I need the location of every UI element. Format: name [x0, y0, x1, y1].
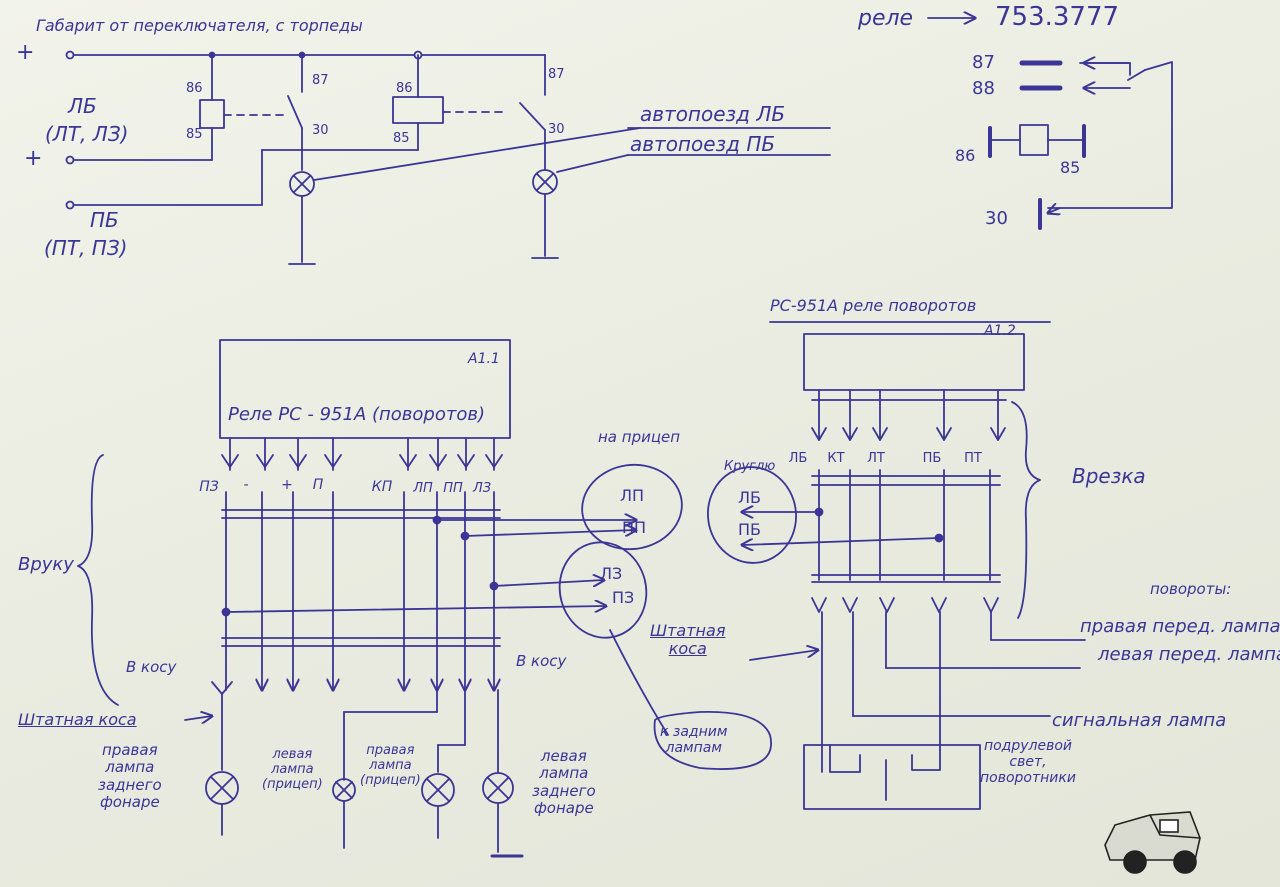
relay-number: 753.3777 — [995, 2, 1120, 32]
trailer-label: на прицеп — [598, 428, 681, 446]
right-front-label: правая перед. лампа — [1080, 616, 1280, 637]
relay-pinout — [927, 18, 1173, 230]
a12-pin-kt: КТ — [827, 451, 845, 466]
r2-pin87: 87 — [548, 67, 565, 82]
vruku-label: Вруку — [18, 554, 74, 575]
a12-pin-pt: ПТ — [964, 451, 982, 466]
top-note: Габарит от переключателя, с торпеды — [36, 16, 363, 35]
trailer-lz: ЛЗ — [600, 564, 623, 583]
lamp-left-rear-label: левая лампа заднего фонаре — [532, 747, 596, 817]
block-a11 — [77, 339, 772, 858]
pinout-88: 88 — [972, 78, 995, 99]
podrulevoy-label: подрулевой свет, поворотники — [980, 738, 1076, 787]
pinout-87: 87 — [972, 52, 995, 73]
signal-lamp-label: сигнальная лампа — [1052, 710, 1227, 731]
r2-pin30: 30 — [548, 122, 565, 137]
kruglyu-label: Круглю — [724, 459, 776, 474]
a12-header: РС-951А реле поворотов — [770, 296, 977, 315]
a12-pin-lt: ЛТ — [867, 451, 885, 466]
lb-sub-label: (ЛТ, ЛЗ) — [45, 122, 129, 146]
vkosu-left: В косу — [126, 658, 177, 676]
relay-coil-icon — [392, 96, 444, 124]
trailer-pp: ПП — [622, 518, 647, 537]
a11-title: Реле РС - 951А (поворотов) — [228, 404, 485, 425]
a11-pin-plus: + — [281, 477, 293, 493]
a11-pin-minus: - — [243, 477, 249, 493]
a11-pin-kp: КП — [371, 479, 393, 495]
k-zadnim-label: к задним лампам — [660, 724, 728, 757]
relay-label: реле — [858, 6, 914, 31]
block-a12 — [707, 321, 1086, 810]
lamp-left-trailer-label: левая лампа (прицеп) — [262, 747, 323, 792]
kruglyu-pb: ПБ — [738, 520, 762, 539]
a12-pin-lb: ЛБ — [788, 451, 808, 466]
pinout-30: 30 — [985, 208, 1008, 229]
a11-pin-pp: ПП — [443, 481, 463, 496]
r1-pin87: 87 — [312, 73, 329, 88]
autotrain-pb-label: автопоезд ПБ — [630, 132, 776, 156]
truck-logo-icon — [1104, 811, 1201, 874]
a11-pin-lp: ЛП — [413, 481, 433, 496]
lb-label: ЛБ — [68, 94, 97, 118]
r1-pin86: 86 — [186, 81, 203, 96]
povoroty-label: повороты: — [1150, 580, 1232, 598]
left-front-label: левая перед. лампа — [1098, 644, 1280, 665]
a11-pin-p: П — [312, 477, 324, 493]
a11-id: А1.1 — [468, 351, 500, 367]
kruglyu-lb: ЛБ — [738, 488, 762, 507]
shtatnaya-mid: Штатная коса — [650, 621, 726, 659]
r2-pin85: 85 — [393, 131, 410, 146]
shtatnaya-left: Штатная коса — [18, 710, 137, 729]
relay-coil-icon — [199, 99, 225, 129]
top-relay-circuit — [65, 50, 831, 265]
a11-pin-lz: ЛЗ — [472, 481, 492, 496]
r2-pin86: 86 — [396, 81, 413, 96]
r1-pin30: 30 — [312, 123, 329, 138]
autotrain-lb-label: автопоезд ЛБ — [640, 102, 786, 126]
pinout-85: 85 — [1060, 158, 1081, 177]
vkosu-right: В косу — [516, 652, 567, 670]
vrezka-label: Врезка — [1072, 464, 1146, 488]
a11-pin-pz: ПЗ — [199, 479, 219, 495]
pb-label: ПБ — [90, 208, 119, 232]
a12-id: А1.2 — [984, 323, 1016, 339]
plus-top: + — [16, 40, 35, 65]
lamp-right-trailer-label: правая лампа (прицеп) — [360, 743, 421, 788]
pb-sub-label: (ПТ, ПЗ) — [44, 236, 128, 260]
a12-pin-pb: ПБ — [922, 451, 942, 466]
trailer-pz: ПЗ — [612, 588, 635, 607]
pinout-86: 86 — [955, 146, 976, 165]
trailer-lp: ЛП — [620, 486, 645, 505]
plus-mid: + — [24, 146, 43, 171]
r1-pin85: 85 — [186, 127, 203, 142]
lamp-right-rear-label: правая лампа заднего фонаре — [98, 741, 162, 811]
